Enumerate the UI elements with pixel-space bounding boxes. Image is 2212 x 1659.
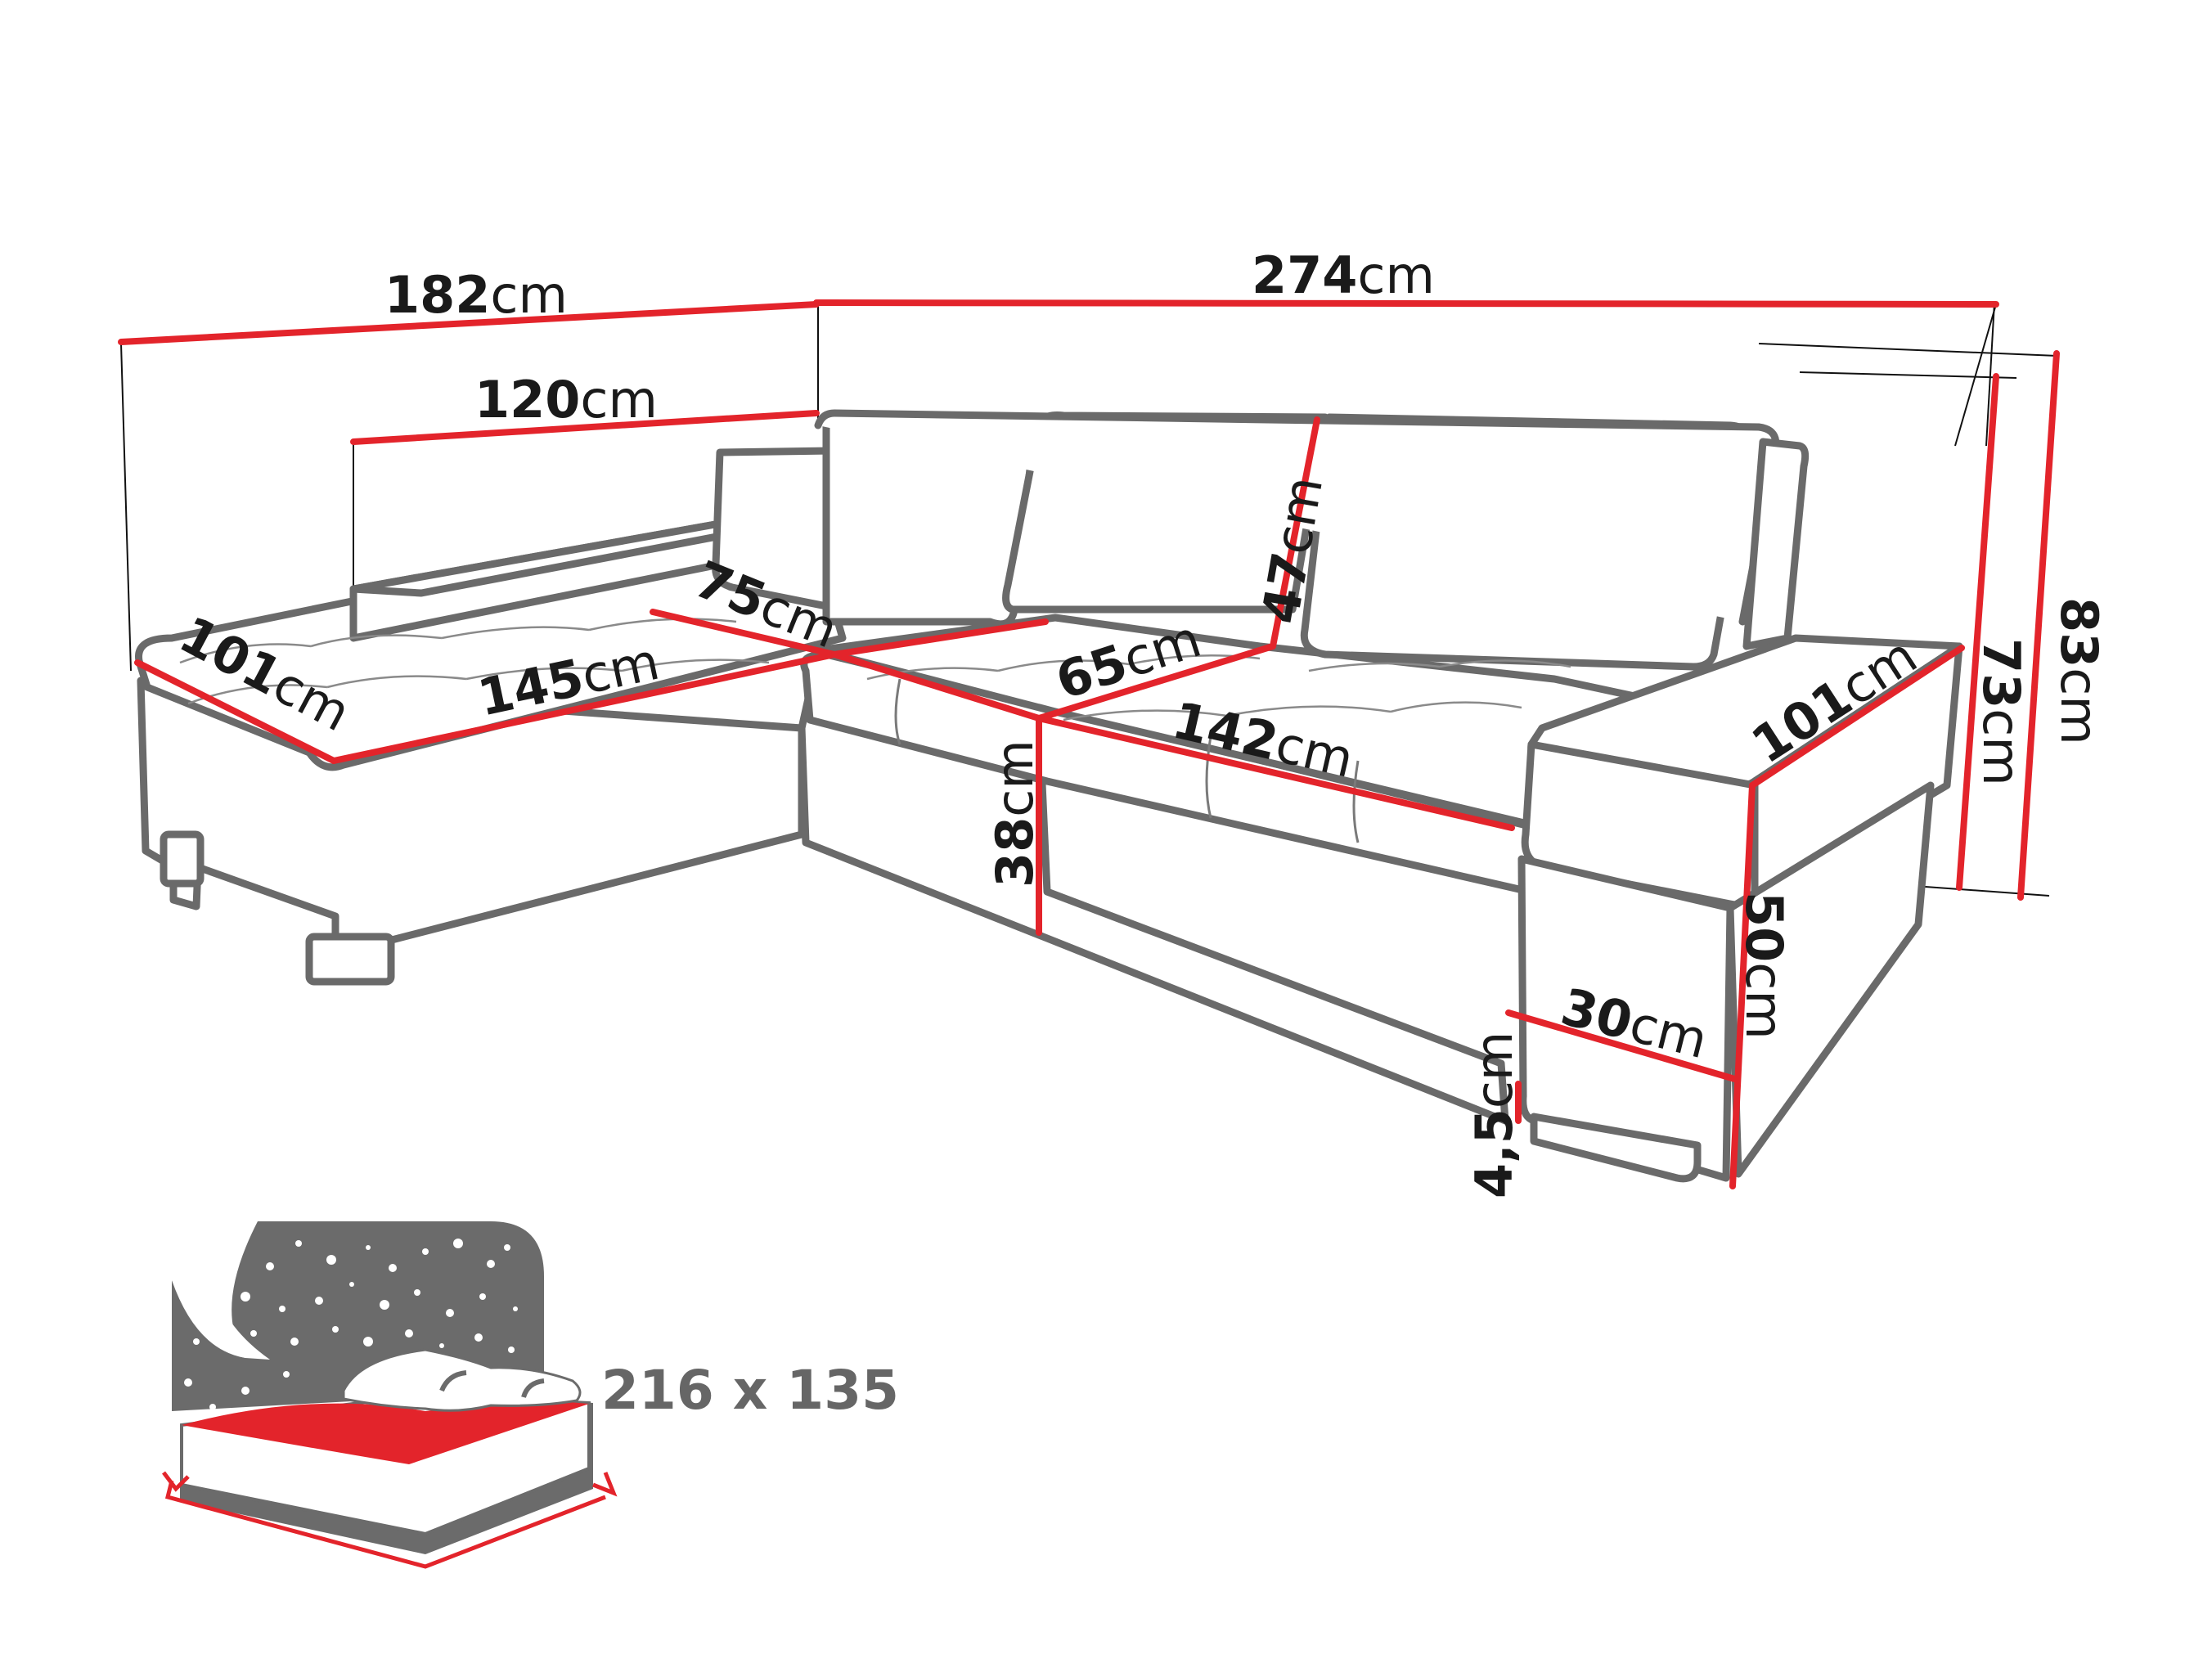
dim-line-182 xyxy=(118,301,820,345)
extension-lines xyxy=(120,302,2058,897)
dim-line-73 xyxy=(1956,373,1999,891)
dim-line-75 xyxy=(650,609,838,658)
label-120: 120cm xyxy=(474,370,658,429)
dim-line-83 xyxy=(2017,350,2060,901)
tufting xyxy=(179,618,1571,843)
dim-line-142 xyxy=(1036,715,1515,831)
dim-line-145 xyxy=(330,651,838,764)
label-50: 50cm xyxy=(1734,892,1794,1040)
bed-with-night-sky-icon xyxy=(162,1221,618,1569)
label-38: 38cm xyxy=(985,740,1045,888)
dim-line-30 xyxy=(1505,1009,1741,1083)
dim-line-47 xyxy=(1270,416,1320,650)
dim-line-274 xyxy=(813,299,1999,308)
label-182: 182cm xyxy=(384,265,568,325)
label-47: 47cm xyxy=(1250,472,1334,628)
label-274: 274cm xyxy=(1252,245,1435,305)
middle-seat-top xyxy=(814,614,1673,830)
dim-line-120 xyxy=(350,410,820,445)
sleeping-area-label: 216 x 135 xyxy=(601,1359,899,1422)
label-83: 83cm xyxy=(2049,597,2109,745)
dim-line-corner xyxy=(831,651,1042,722)
label-4-5: 4,5cm xyxy=(1464,1032,1524,1198)
back-side-bolster xyxy=(1742,438,1810,650)
dim-line-101-right xyxy=(1749,645,1965,789)
dim-line-101-left xyxy=(134,659,337,764)
dim-line-50 xyxy=(1729,782,1756,1189)
right-foot xyxy=(1530,1113,1702,1183)
stars-icon xyxy=(184,1239,518,1410)
dimension-lines xyxy=(118,299,2060,1189)
dim-line-65 xyxy=(1036,643,1276,722)
dim-line-65-a xyxy=(831,618,1049,658)
label-73: 73cm xyxy=(1971,638,2031,786)
